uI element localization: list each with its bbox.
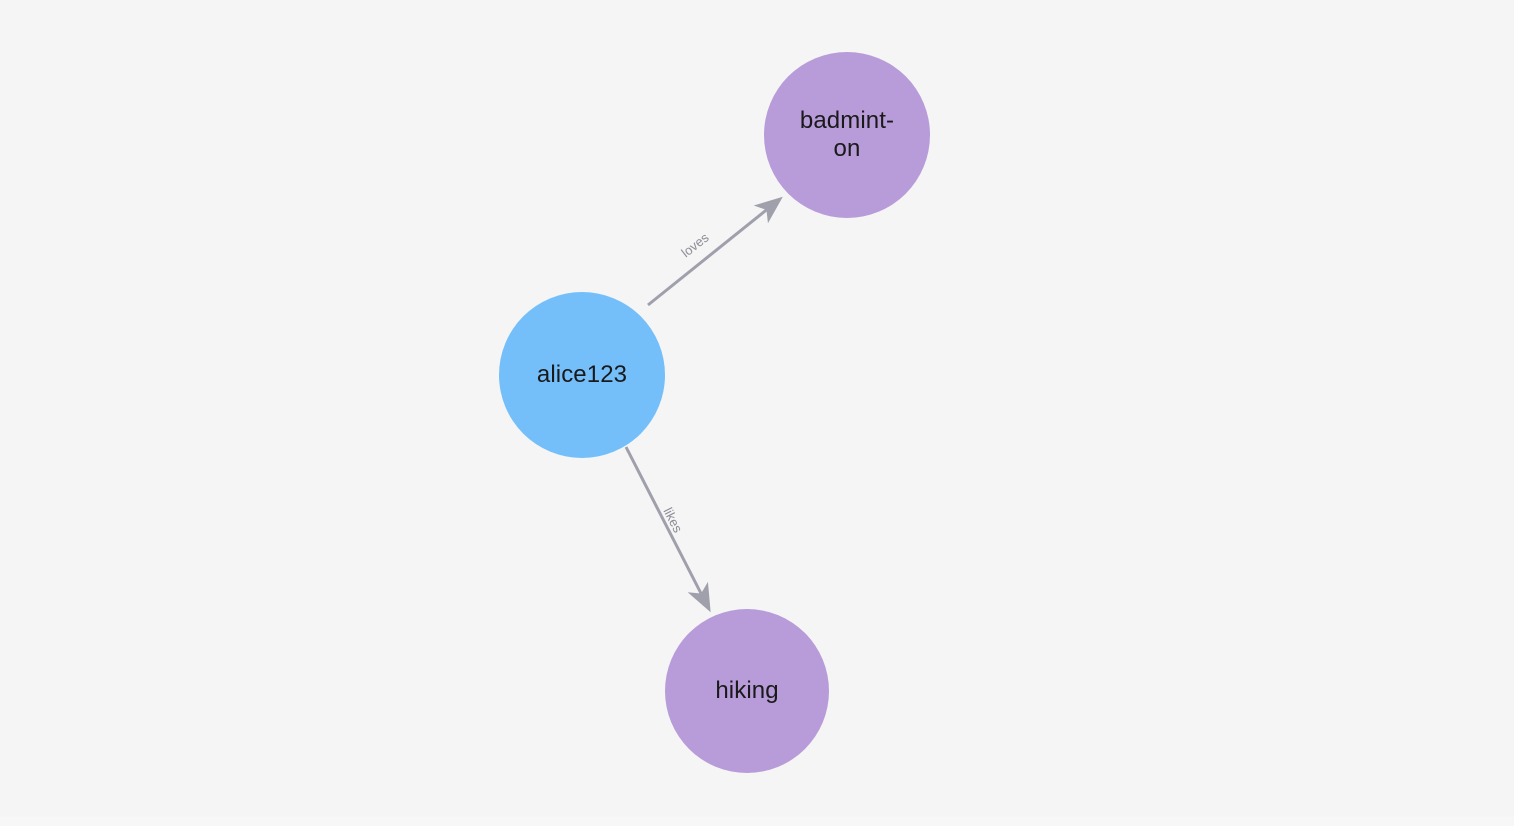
edge-likes[interactable] xyxy=(624,446,711,613)
graph-node-alice123[interactable]: alice123 xyxy=(499,292,665,458)
graph-node-badminton[interactable]: badmint- on xyxy=(764,52,930,218)
edge-loves[interactable] xyxy=(647,196,783,307)
graph-node-label: hiking xyxy=(715,676,779,704)
graph-node-label: badmint- on xyxy=(799,106,895,162)
graph-node-label: alice123 xyxy=(536,360,628,388)
graph-node-hiking[interactable]: hiking xyxy=(665,609,829,773)
canvas-bottom-strip xyxy=(0,817,1514,826)
